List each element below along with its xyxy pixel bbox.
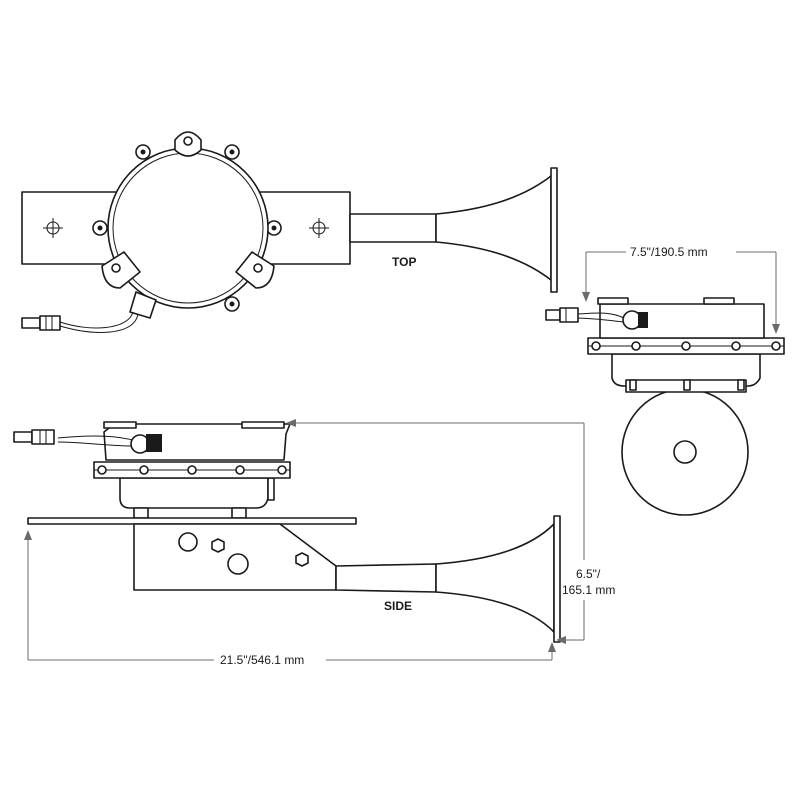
end-width-label: 7.5"/190.5 mm bbox=[630, 245, 708, 259]
end-connector bbox=[545, 307, 579, 323]
top-wire-b bbox=[59, 313, 139, 333]
side-flange-bolts bbox=[97, 465, 287, 475]
top-view-label: TOP bbox=[392, 255, 416, 269]
side-connector bbox=[13, 429, 55, 445]
side-view-label: SIDE bbox=[384, 599, 412, 613]
top-horn-neck bbox=[349, 213, 437, 243]
end-width-dimension bbox=[582, 251, 780, 334]
top-crosshair-hole-right bbox=[309, 218, 329, 238]
top-horn-rim bbox=[550, 167, 558, 293]
end-housing bbox=[611, 353, 761, 387]
end-flange-bolts bbox=[591, 341, 781, 351]
top-wire-a bbox=[59, 311, 134, 329]
height-label-line2: 165.1 mm bbox=[562, 583, 615, 597]
side-horn-neck bbox=[335, 563, 437, 593]
height-label-line1: 6.5"/ bbox=[576, 567, 601, 581]
top-cable-gland bbox=[129, 291, 157, 319]
side-view bbox=[13, 421, 561, 643]
top-lug-left bbox=[101, 251, 141, 289]
side-horn-rim bbox=[553, 515, 561, 643]
length-dimension bbox=[24, 530, 556, 661]
end-view bbox=[545, 297, 785, 516]
side-mounting-plate bbox=[27, 517, 357, 525]
top-crosshair-hole-left bbox=[43, 218, 63, 238]
top-connector bbox=[21, 315, 61, 331]
end-horn-throat bbox=[673, 440, 697, 464]
side-housing bbox=[119, 477, 269, 509]
length-label: 21.5"/546.1 mm bbox=[220, 653, 304, 667]
side-horn-bell bbox=[435, 523, 555, 633]
top-horn-bell bbox=[435, 175, 552, 281]
height-dimension bbox=[286, 419, 585, 644]
top-housing bbox=[107, 147, 269, 309]
top-view bbox=[21, 131, 558, 333]
